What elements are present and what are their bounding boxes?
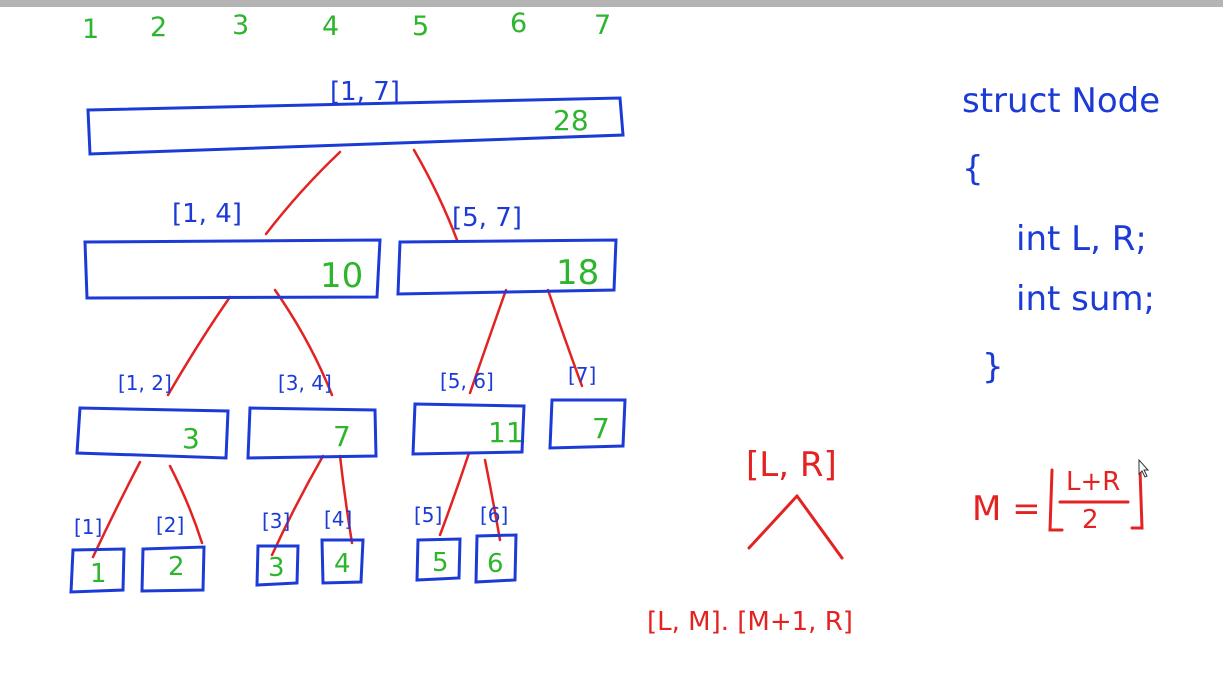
leaf-4-box xyxy=(320,538,365,585)
leaf-4-range: [4] xyxy=(324,507,352,531)
node-5-7: [5, 7] 18 xyxy=(396,203,618,296)
node-7-range: [7] xyxy=(568,363,596,387)
index-6: 6 xyxy=(510,8,527,39)
leaf-1: [1] 1 xyxy=(69,515,126,594)
edge-57-56 xyxy=(468,288,508,395)
formula-denominator: 2 xyxy=(1082,505,1099,535)
leaf-1-sum: 1 xyxy=(90,559,107,589)
leaf-3: [3] 3 xyxy=(255,509,300,587)
node-7: [7] 7 xyxy=(548,363,627,450)
leaf-5-sum: 5 xyxy=(432,548,449,578)
index-1: 1 xyxy=(82,14,99,45)
leaf-4-sum: 4 xyxy=(334,549,351,579)
code-struct-line: struct Node xyxy=(962,81,1160,121)
node-5-7-sum: 18 xyxy=(556,253,599,293)
split-left-line xyxy=(747,494,799,550)
code-open-brace: { xyxy=(962,149,984,189)
leaf-2-range: [2] xyxy=(156,513,184,537)
node-3-4: [3, 4] 7 xyxy=(246,371,378,460)
leaf-3-sum: 3 xyxy=(268,553,285,583)
node-7-sum: 7 xyxy=(592,412,610,445)
edge-14-34 xyxy=(273,288,334,397)
node-1-4-box xyxy=(83,238,382,300)
leaf-1-range: [1] xyxy=(74,515,102,539)
index-row: 1 2 3 4 5 6 7 xyxy=(82,8,611,45)
index-2: 2 xyxy=(150,12,167,43)
edge-34-4 xyxy=(338,454,354,545)
leaf-5-box xyxy=(415,537,462,582)
edge-34-3 xyxy=(270,454,325,557)
floor-left-bracket xyxy=(1048,468,1064,532)
leaf-6-range: [6] xyxy=(480,503,508,527)
leaf-5: [5] 5 xyxy=(414,503,462,582)
leaf-6: [6] 6 xyxy=(474,503,518,584)
formula-numerator: L+R xyxy=(1066,467,1120,497)
edge-57-7 xyxy=(546,288,584,388)
node-3-4-box xyxy=(246,406,378,460)
leaf-3-box xyxy=(255,544,300,587)
edge-56-6 xyxy=(483,458,502,542)
edge-12-2 xyxy=(168,464,204,545)
edge-root-right xyxy=(412,148,459,242)
node-3-4-range: [3, 4] xyxy=(278,371,332,395)
leaf-2-sum: 2 xyxy=(168,552,185,582)
node-3-4-sum: 7 xyxy=(333,420,351,453)
node-5-7-box xyxy=(396,238,618,296)
node-5-7-range: [5, 7] xyxy=(452,203,522,233)
leaf-1-box xyxy=(69,547,126,594)
leaf-6-box xyxy=(474,533,518,584)
node-5-6-box xyxy=(411,402,526,456)
edge-56-5 xyxy=(438,451,471,537)
leaf-3-range: [3] xyxy=(262,509,290,533)
mouse-cursor-icon xyxy=(1138,458,1150,478)
floor-right-bracket xyxy=(1130,468,1144,530)
index-5: 5 xyxy=(412,11,429,42)
code-block: struct Node { int L, R; int sum; } xyxy=(962,81,1160,387)
edge-12-1 xyxy=(91,460,142,559)
node-1-4: [1, 4] 10 xyxy=(83,199,382,300)
tree-edges xyxy=(91,148,584,559)
leaf-2-box xyxy=(140,545,206,593)
midpoint-formula: M = L+R 2 xyxy=(972,467,1144,535)
edge-root-left xyxy=(264,150,342,236)
node-1-2: [1, 2] 3 xyxy=(75,371,230,460)
code-int-sum-line: int sum; xyxy=(1016,279,1155,319)
formula-lhs: M = xyxy=(972,489,1041,529)
node-5-6-range: [5, 6] xyxy=(440,369,494,393)
leaf-2: [2] 2 xyxy=(140,513,206,593)
code-int-lr-line: int L, R; xyxy=(1016,219,1147,259)
node-1-4-sum: 10 xyxy=(320,256,363,296)
split-right-line xyxy=(795,494,844,560)
index-4: 4 xyxy=(322,11,339,42)
node-root-sum: 28 xyxy=(553,104,589,137)
node-root: [1, 7] 28 xyxy=(86,77,625,156)
edge-14-12 xyxy=(166,295,232,397)
node-5-6: [5, 6] 11 xyxy=(411,369,526,456)
node-5-6-sum: 11 xyxy=(488,416,524,449)
split-parent-range: [L, R] xyxy=(746,445,837,485)
leaf-5-range: [5] xyxy=(414,503,442,527)
node-7-box xyxy=(548,398,627,450)
node-1-2-box xyxy=(75,406,230,460)
code-close-brace: } xyxy=(982,347,1004,387)
leaf-4: [4] 4 xyxy=(320,507,365,585)
node-1-4-range: [1, 4] xyxy=(172,199,242,229)
node-1-2-range: [1, 2] xyxy=(118,371,172,395)
index-7: 7 xyxy=(594,10,611,41)
split-children-ranges: [L, M]. [M+1, R] xyxy=(647,607,853,637)
node-root-box xyxy=(86,96,625,156)
leaf-6-sum: 6 xyxy=(487,549,504,579)
split-diagram: [L, R] [L, M]. [M+1, R] xyxy=(647,445,853,637)
window-top-bar xyxy=(0,0,1223,7)
node-1-2-sum: 3 xyxy=(182,422,200,455)
index-3: 3 xyxy=(232,10,249,41)
